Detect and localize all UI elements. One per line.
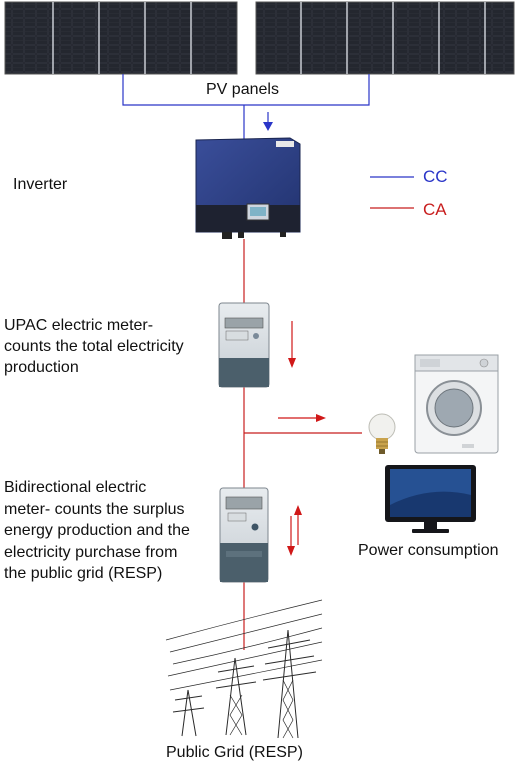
- bidirectional-meter-line: energy production and the: [4, 522, 190, 539]
- legend-cc-label: CC: [423, 167, 448, 186]
- light-bulb-icon: [368, 413, 396, 454]
- bidirectional-meter-label: Bidirectional electric meter- counts the…: [4, 477, 219, 585]
- solar-panel-icon: [4, 1, 238, 75]
- upac-meter-line: counts the total electricity: [4, 338, 184, 355]
- power-consumption-label: Power consumption: [358, 542, 499, 559]
- bidirectional-arrows: [287, 505, 302, 556]
- dc-wiring: [122, 74, 370, 140]
- upac-meter-label: UPAC electric meter- counts the total el…: [4, 315, 219, 378]
- consumption-arrow: [278, 414, 326, 422]
- electric-meter-icon: [219, 487, 269, 583]
- power-pylon-icon: [165, 599, 323, 739]
- inverter-icon: [195, 137, 301, 239]
- production-arrow: [288, 321, 296, 368]
- solar-panel-icon: [255, 1, 515, 75]
- public-grid-label: Public Grid (RESP): [166, 744, 303, 761]
- pv-panels-label: PV panels: [206, 81, 279, 98]
- ac-wiring: [243, 239, 362, 650]
- legend-ca-label: CA: [423, 200, 447, 219]
- inverter-label: Inverter: [13, 176, 68, 193]
- upac-meter-line: production: [4, 359, 79, 376]
- bidirectional-meter-line: electricity purchase from: [4, 543, 178, 561]
- monitor-icon: [385, 465, 476, 533]
- washing-machine-icon: [414, 354, 499, 454]
- electric-meter-icon: [218, 302, 270, 388]
- bidirectional-meter-line: the public grid (RESP): [4, 565, 163, 582]
- bidirectional-meter-line: meter- counts the surplus: [4, 500, 185, 518]
- bidirectional-meter-line: Bidirectional electric: [4, 479, 147, 496]
- upac-meter-line: UPAC electric meter-: [4, 317, 154, 334]
- dc-arrow: [263, 112, 273, 131]
